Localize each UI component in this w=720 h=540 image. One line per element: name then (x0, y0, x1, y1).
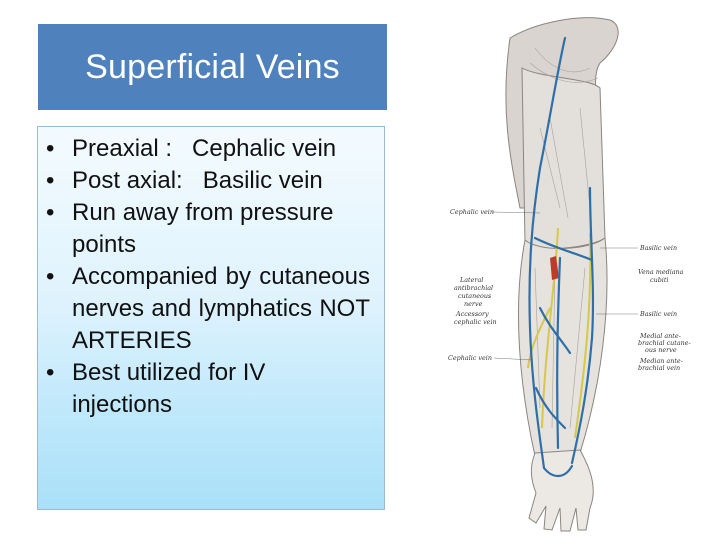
arm-anatomy-drawing: Cephalic vein Lateral antibrachial cutan… (448, 17, 691, 532)
bullet-text: Best utilized for IV injections (72, 359, 266, 418)
label-mediana-line2: cubiti (650, 276, 668, 284)
label-medial-line1: Medial ante- (639, 332, 681, 340)
upper-arm-shape (521, 67, 606, 249)
list-item: • Preaxial : Cephalic vein (42, 133, 370, 165)
bullet-text: Accompanied by cutaneous nerves and lymp… (72, 263, 370, 354)
label-median-line2: brachial vein (638, 364, 680, 372)
bullet-icon: • (46, 359, 55, 386)
bullet-text: Preaxial : Cephalic vein (72, 135, 337, 162)
muscle-striations (529, 47, 599, 429)
label-accessory-line2: cephalic vein (454, 318, 497, 326)
bullet-text: Post axial: Basilic vein (72, 167, 323, 194)
arm-vein-illustration: Cephalic vein Lateral antibrachial cutan… (440, 8, 710, 534)
brachial-artery (550, 256, 559, 280)
bullet-icon: • (46, 135, 55, 162)
bullet-icon: • (46, 263, 55, 290)
label-accessory-line1: Accessory (455, 310, 489, 318)
slide-title: Superficial Veins (85, 47, 340, 86)
label-cephalic-vein-bottom: Cephalic vein (448, 354, 492, 362)
bullet-icon: • (46, 167, 55, 194)
label-basilic-vein-mid: Basilic vein (639, 310, 677, 318)
bullet-icon: • (46, 199, 55, 226)
list-item: • Post axial: Basilic vein (42, 165, 370, 197)
label-cephalic-vein-top: Cephalic vein (450, 208, 494, 216)
hand-shape (528, 449, 594, 532)
cephalic-vein (528, 36, 567, 470)
label-medial-line3: ous nerve (645, 346, 677, 354)
basilic-vein (570, 186, 595, 465)
median-cubital-vein (533, 236, 594, 262)
bullet-text: Run away from pressure points (72, 199, 334, 258)
superficial-veins (528, 36, 595, 478)
label-lateral-line3: cutaneous (458, 292, 492, 300)
list-item: • Run away from pressure points (42, 197, 370, 261)
list-item: • Accompanied by cutaneous nerves and lym… (42, 261, 370, 357)
label-basilic-vein-top: Basilic vein (639, 244, 677, 252)
label-mediana-line1: Vena mediana (638, 268, 684, 276)
label-medial-line2: brachial cutane- (638, 339, 691, 347)
title-banner: Superficial Veins (38, 24, 387, 110)
bullet-list: • Preaxial : Cephalic vein • Post axial: B… (38, 127, 384, 421)
bullet-panel: • Preaxial : Cephalic vein • Post axial: B… (37, 126, 385, 510)
list-item: • Best utilized for IV injections (42, 357, 370, 421)
label-median-line1: Median ante- (639, 357, 683, 365)
label-lateral-line2: antibrachial (454, 284, 493, 292)
label-lateral-line4: nerve (464, 300, 483, 308)
label-lateral-line1: Lateral (459, 276, 483, 284)
